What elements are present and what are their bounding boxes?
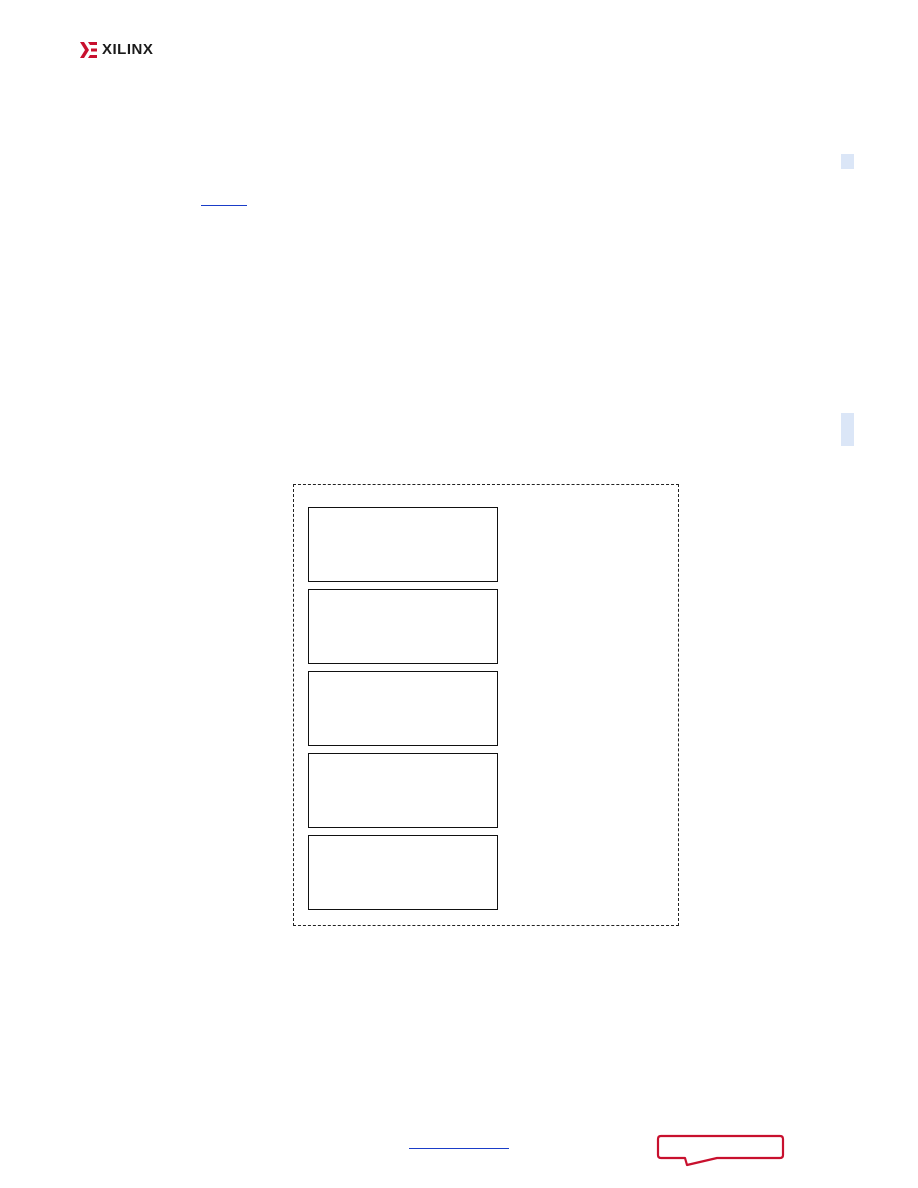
diagram-block [308,507,498,582]
logo-wordmark: XILINX [102,41,154,58]
footer-document-link[interactable] [409,1134,509,1149]
speech-bubble-icon [656,1134,785,1167]
diagram-block [308,589,498,664]
sidebar-bookmark-tab[interactable] [841,154,854,169]
send-feedback-button[interactable] [656,1134,785,1167]
sidebar-bookmark-tab[interactable] [841,413,854,446]
cross-reference-link[interactable] [201,191,247,206]
diagram-block [308,835,498,910]
xilinx-x-icon [80,42,97,58]
diagram-block [308,671,498,746]
block-diagram [293,484,679,926]
xilinx-logo: XILINX [80,40,153,60]
diagram-block [308,753,498,828]
